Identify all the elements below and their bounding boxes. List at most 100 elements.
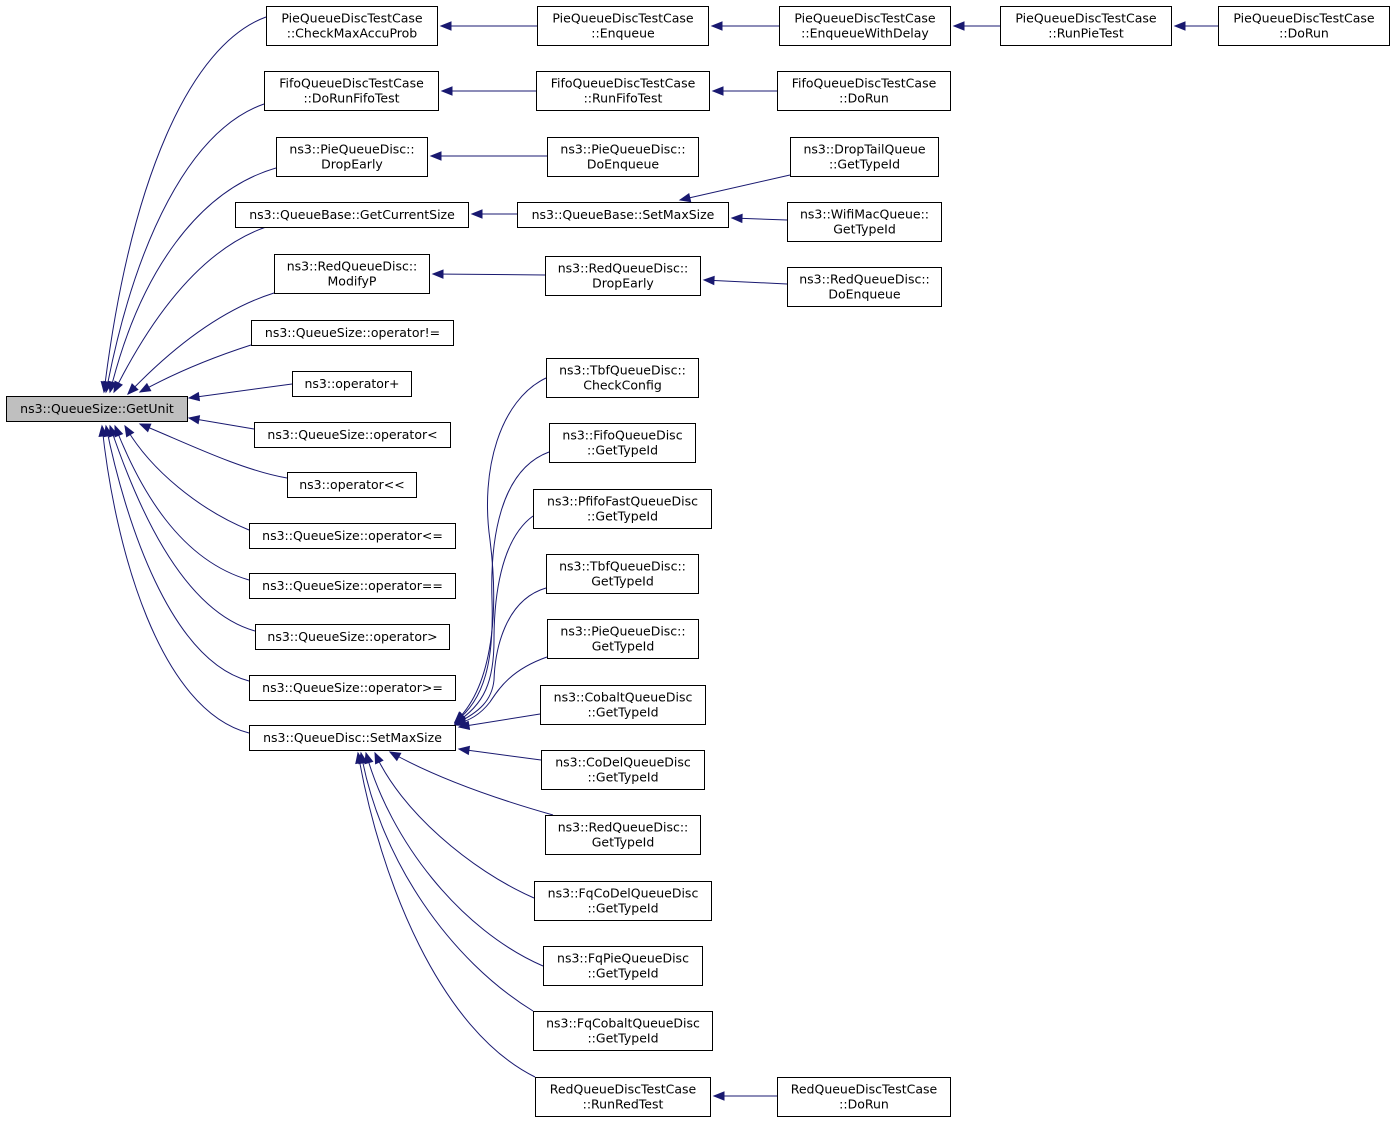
node-box xyxy=(255,624,450,650)
node-box xyxy=(251,320,454,346)
node-box xyxy=(274,254,430,294)
node-label-line: ::RunFifoTest xyxy=(584,91,663,106)
node-box xyxy=(6,396,188,422)
node-label-line: ns3::WifiMacQueue:: xyxy=(800,207,929,222)
node-label-line: ns3::QueueBase::SetMaxSize xyxy=(532,207,715,222)
edge-fifo-dorunfifo-to-root xyxy=(105,103,265,393)
nodes-layer: ns3::QueueSize::GetUnit PieQueueDiscTestC… xyxy=(6,6,1390,1117)
node-box xyxy=(1000,6,1172,46)
node-label-line: ns3::QueueSize::operator> xyxy=(267,629,437,644)
edge-op-shl-to-root xyxy=(139,423,288,479)
node-fifo-runfifo[interactable]: FifoQueueDiscTestCase::RunFifoTest xyxy=(536,71,710,111)
arrowhead-codel-typeid-to-qd-setmax xyxy=(457,745,471,756)
node-box xyxy=(543,946,703,986)
edges-layer xyxy=(98,16,1218,1101)
node-droptail-typeid[interactable]: ns3::DropTailQueue::GetTypeId xyxy=(790,137,939,177)
node-box xyxy=(546,358,699,398)
node-op-ge[interactable]: ns3::QueueSize::operator>= xyxy=(249,675,456,701)
node-op-shl[interactable]: ns3::operator<< xyxy=(287,472,417,498)
node-qb-getcurrent[interactable]: ns3::QueueBase::GetCurrentSize xyxy=(235,202,469,228)
node-pie-dropearly[interactable]: ns3::PieQueueDisc::DropEarly xyxy=(276,137,428,177)
arrowhead-op-le-to-root xyxy=(124,424,135,438)
node-label-line: DropEarly xyxy=(592,276,654,291)
arrowhead-red-dorun-to-red-runred xyxy=(712,1091,725,1101)
node-pie-doenqueue[interactable]: ns3::PieQueueDisc::DoEnqueue xyxy=(547,137,699,177)
node-label-line: ::GetTypeId xyxy=(587,770,658,785)
node-box xyxy=(249,675,456,701)
arrowhead-qb-getcurrent-to-root xyxy=(113,380,123,394)
node-pie-dorun[interactable]: PieQueueDiscTestCase::DoRun xyxy=(1218,6,1390,46)
node-red-typeid[interactable]: ns3::RedQueueDisc::GetTypeId xyxy=(545,815,701,855)
node-box xyxy=(787,202,942,242)
node-box xyxy=(292,371,412,397)
node-box xyxy=(276,137,428,177)
node-pie-enqueue-delay[interactable]: PieQueueDiscTestCase::EnqueueWithDelay xyxy=(779,6,951,46)
node-label-line: ns3::operator+ xyxy=(304,376,399,391)
node-label-line: ns3::RedQueueDisc:: xyxy=(558,820,689,835)
arrowhead-pie-enqueue-to-pie-checkmax xyxy=(439,21,452,31)
node-wifimac-typeid[interactable]: ns3::WifiMacQueue::GetTypeId xyxy=(787,202,942,242)
node-tbf-typeid[interactable]: ns3::TbfQueueDisc::GetTypeId xyxy=(546,554,699,594)
node-box xyxy=(790,137,939,177)
node-label-line: ns3::FifoQueueDisc xyxy=(562,428,682,443)
node-pie-typeid[interactable]: ns3::PieQueueDisc::GetTypeId xyxy=(547,619,699,659)
node-fifo-dorun[interactable]: FifoQueueDiscTestCase::DoRun xyxy=(777,71,951,111)
edge-qd-setmax-to-root xyxy=(101,425,250,734)
node-op-le[interactable]: ns3::QueueSize::operator<= xyxy=(249,523,456,549)
node-pie-enqueue[interactable]: PieQueueDiscTestCase::Enqueue xyxy=(537,6,709,46)
node-label-line: DoEnqueue xyxy=(587,157,660,172)
node-label-line: ::GetTypeId xyxy=(587,966,658,981)
node-fqcobalt-typeid[interactable]: ns3::FqCobaltQueueDisc::GetTypeId xyxy=(533,1011,713,1051)
edge-fqpie-typeid-to-qd-setmax xyxy=(365,752,544,967)
node-pie-checkmax[interactable]: PieQueueDiscTestCase::CheckMaxAccuProb xyxy=(266,6,438,46)
node-red-runred[interactable]: RedQueueDiscTestCase::RunRedTest xyxy=(535,1077,711,1117)
node-op-ne[interactable]: ns3::QueueSize::operator!= xyxy=(251,320,454,346)
node-label-line: DropEarly xyxy=(321,157,383,172)
node-qd-setmax[interactable]: ns3::QueueDisc::SetMaxSize xyxy=(249,725,456,751)
node-box xyxy=(235,202,469,228)
edge-fqcodel-typeid-to-qd-setmax xyxy=(374,752,535,899)
node-label-line: ns3::QueueSize::operator>= xyxy=(262,680,443,695)
node-box xyxy=(537,6,709,46)
node-fifo-dorunfifo[interactable]: FifoQueueDiscTestCase::DoRunFifoTest xyxy=(264,71,439,111)
edge-red-doenqueue-to-red-dropearly xyxy=(703,279,788,285)
node-box xyxy=(545,256,701,296)
arrowhead-fifo-runfifo-to-fifo-dorunfifo xyxy=(440,86,453,96)
node-label-line: ns3::RedQueueDisc:: xyxy=(799,272,930,287)
node-box xyxy=(779,6,951,46)
node-box xyxy=(777,71,951,111)
node-qb-setmax[interactable]: ns3::QueueBase::SetMaxSize xyxy=(517,202,729,228)
node-red-doenqueue[interactable]: ns3::RedQueueDisc::DoEnqueue xyxy=(787,267,942,307)
edge-red-runred-to-qd-setmax xyxy=(357,752,536,1078)
node-codel-typeid[interactable]: ns3::CoDelQueueDisc::GetTypeId xyxy=(541,750,705,790)
node-op-plus[interactable]: ns3::operator+ xyxy=(292,371,412,397)
node-label-line: RedQueueDiscTestCase xyxy=(550,1082,697,1097)
node-label-line: ns3::QueueDisc::SetMaxSize xyxy=(263,730,442,745)
node-fqcodel-typeid[interactable]: ns3::FqCoDelQueueDisc::GetTypeId xyxy=(534,881,712,921)
edge-op-lt-to-root xyxy=(188,417,255,430)
node-fqpie-typeid[interactable]: ns3::FqPieQueueDisc::GetTypeId xyxy=(543,946,703,986)
node-cobalt-typeid[interactable]: ns3::CobaltQueueDisc::GetTypeId xyxy=(540,685,706,725)
node-op-eq[interactable]: ns3::QueueSize::operator== xyxy=(249,573,456,599)
node-box xyxy=(547,619,699,659)
node-label-line: ::DoRun xyxy=(1279,26,1329,41)
node-label-line: ::DoRunFifoTest xyxy=(303,91,399,106)
node-label-line: PieQueueDiscTestCase xyxy=(794,11,935,26)
node-red-dropearly[interactable]: ns3::RedQueueDisc::DropEarly xyxy=(545,256,701,296)
node-op-lt[interactable]: ns3::QueueSize::operator< xyxy=(254,422,451,448)
node-box xyxy=(533,489,712,529)
node-red-modifyp[interactable]: ns3::RedQueueDisc::ModifyP xyxy=(274,254,430,294)
node-fifo-typeid[interactable]: ns3::FifoQueueDisc::GetTypeId xyxy=(549,423,696,463)
node-red-dorun[interactable]: RedQueueDiscTestCase::DoRun xyxy=(777,1077,951,1117)
node-pfifo-typeid[interactable]: ns3::PfifoFastQueueDisc::GetTypeId xyxy=(533,489,712,529)
arrowhead-qd-setmax-to-root xyxy=(98,424,108,437)
node-op-gt[interactable]: ns3::QueueSize::operator> xyxy=(255,624,450,650)
node-pie-runpie[interactable]: PieQueueDiscTestCase::RunPieTest xyxy=(1000,6,1172,46)
node-tbf-checkconfig[interactable]: ns3::TbfQueueDisc::CheckConfig xyxy=(546,358,699,398)
node-label-line: ::DoRun xyxy=(839,91,889,106)
node-box xyxy=(546,554,699,594)
edge-pfifo-typeid-to-qd-setmax xyxy=(454,515,534,724)
arrowhead-pie-runpie-to-pie-enqueue-delay xyxy=(952,21,965,31)
node-label-line: GetTypeId xyxy=(833,222,896,237)
node-root[interactable]: ns3::QueueSize::GetUnit xyxy=(6,396,188,422)
